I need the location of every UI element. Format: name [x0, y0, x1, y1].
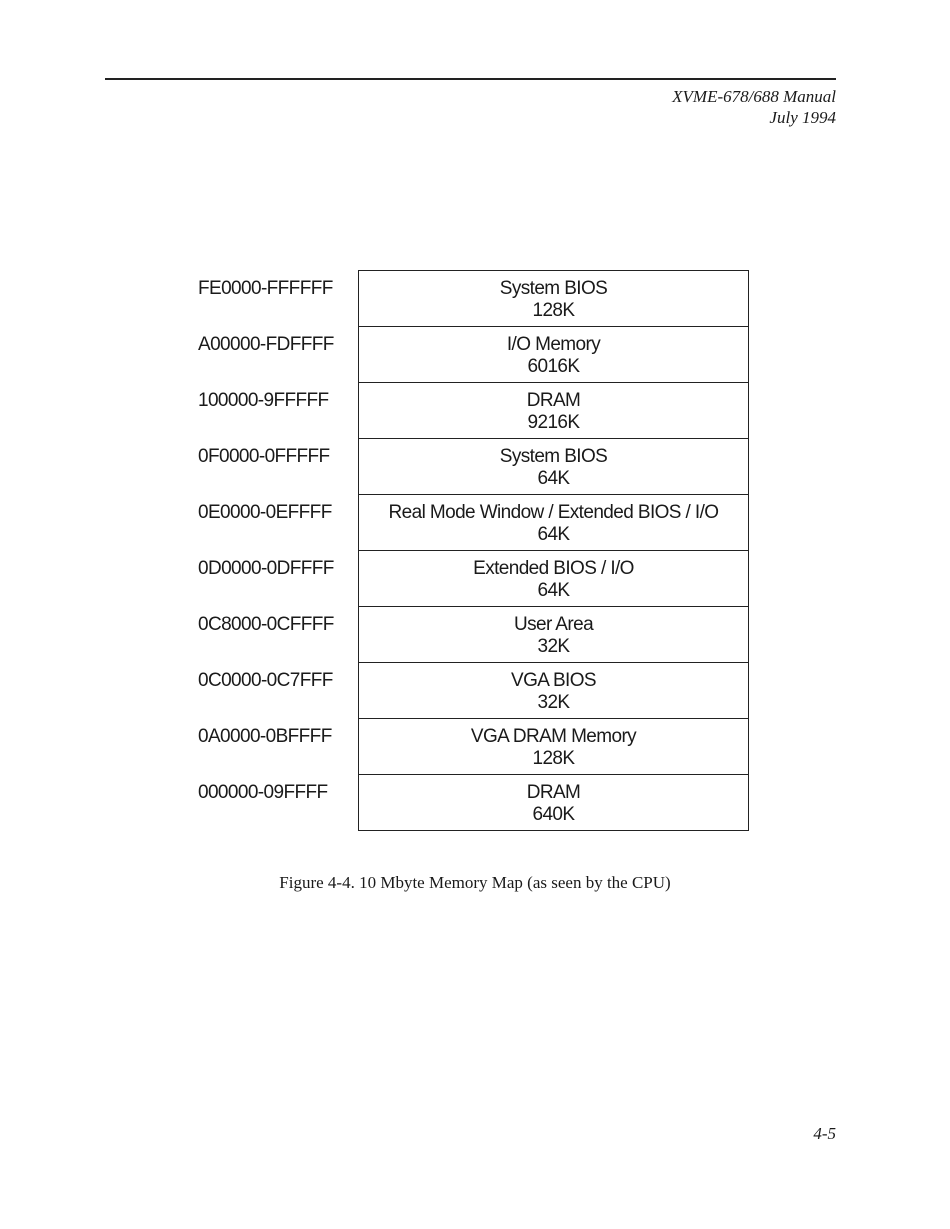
header-rule: [105, 78, 836, 80]
address-range: 0C0000-0C7FFF: [198, 670, 333, 691]
region-name: DRAM: [526, 390, 581, 411]
region-name: Real Mode Window / Extended BIOS / I/O: [388, 502, 720, 523]
region-name: VGA BIOS: [511, 670, 597, 691]
memory-map-row: 0C0000-0C7FFF VGA BIOS 32K: [198, 662, 750, 718]
region-size: 6016K: [527, 356, 581, 377]
address-range: 0E0000-0EFFFF: [198, 502, 332, 523]
memory-map-row: 0C8000-0CFFFF User Area 32K: [198, 606, 750, 662]
memory-region-box: User Area 32K: [358, 606, 749, 662]
address-range: 0D0000-0DFFFF: [198, 558, 334, 579]
memory-map-row: 000000-09FFFF DRAM 640K: [198, 774, 750, 831]
region-size: 128K: [532, 748, 576, 769]
memory-map-row: 100000-9FFFFF DRAM 9216K: [198, 382, 750, 438]
region-size: 32K: [537, 692, 570, 713]
running-header: XVME-678/688 Manual July 1994: [672, 86, 836, 128]
memory-region-box: System BIOS 128K: [358, 270, 749, 326]
memory-region-box: DRAM 9216K: [358, 382, 749, 438]
region-name: DRAM: [526, 782, 581, 803]
memory-map-figure: FE0000-FFFFFF System BIOS 128K A00000-FD…: [198, 270, 750, 831]
memory-region-box: Extended BIOS / I/O 64K: [358, 550, 749, 606]
region-size: 64K: [537, 468, 570, 489]
memory-map-row: 0A0000-0BFFFF VGA DRAM Memory 128K: [198, 718, 750, 774]
address-range: 0F0000-0FFFFF: [198, 446, 330, 467]
address-range: 000000-09FFFF: [198, 782, 328, 803]
address-range: 0C8000-0CFFFF: [198, 614, 334, 635]
address-range: FE0000-FFFFFF: [198, 278, 333, 299]
memory-region-box: DRAM 640K: [358, 774, 749, 831]
memory-map-row: 0E0000-0EFFFF Real Mode Window / Extende…: [198, 494, 750, 550]
manual-date: July 1994: [769, 108, 836, 127]
page-number: 4-5: [813, 1124, 836, 1143]
region-size: 9216K: [527, 412, 581, 433]
memory-map-row: FE0000-FFFFFF System BIOS 128K: [198, 270, 750, 326]
address-range: A00000-FDFFFF: [198, 334, 334, 355]
region-size: 64K: [537, 580, 570, 601]
region-name: System BIOS: [499, 446, 608, 467]
region-name: Extended BIOS / I/O: [473, 558, 634, 579]
region-name: User Area: [513, 614, 594, 635]
memory-region-box: Real Mode Window / Extended BIOS / I/O 6…: [358, 494, 749, 550]
memory-map-row: 0F0000-0FFFFF System BIOS 64K: [198, 438, 750, 494]
region-name: VGA DRAM Memory: [470, 726, 637, 747]
memory-map-row: 0D0000-0DFFFF Extended BIOS / I/O 64K: [198, 550, 750, 606]
memory-region-box: VGA DRAM Memory 128K: [358, 718, 749, 774]
memory-region-box: System BIOS 64K: [358, 438, 749, 494]
memory-region-box: I/O Memory 6016K: [358, 326, 749, 382]
address-range: 0A0000-0BFFFF: [198, 726, 332, 747]
memory-region-box: VGA BIOS 32K: [358, 662, 749, 718]
region-name: I/O Memory: [506, 334, 601, 355]
manual-title: XVME-678/688 Manual: [672, 87, 836, 106]
memory-map-row: A00000-FDFFFF I/O Memory 6016K: [198, 326, 750, 382]
region-size: 32K: [537, 636, 570, 657]
region-size: 128K: [532, 300, 576, 321]
region-name: System BIOS: [499, 278, 608, 299]
region-size: 640K: [532, 804, 576, 825]
figure-caption: Figure 4-4. 10 Mbyte Memory Map (as seen…: [279, 873, 671, 892]
region-size: 64K: [537, 524, 570, 545]
address-range: 100000-9FFFFF: [198, 390, 329, 411]
